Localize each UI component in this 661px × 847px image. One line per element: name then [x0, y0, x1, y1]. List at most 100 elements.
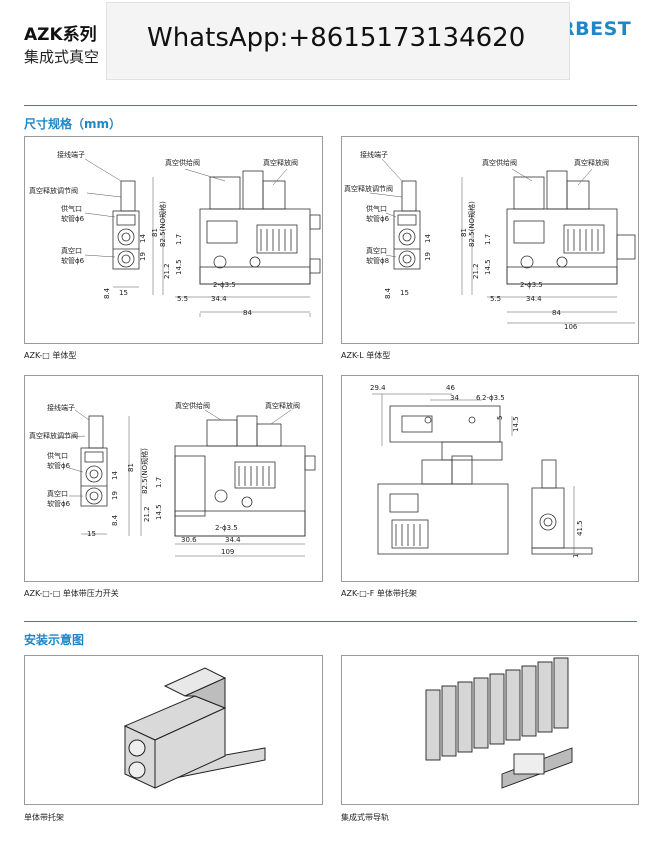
section-title-dimensions: 尺寸规格（mm） [24, 117, 122, 131]
label-tube: 软管ϕ6 [61, 214, 85, 223]
label-vac-supply-valve: 真空供给阀 [482, 158, 517, 167]
watermark-text: WhatsApp:+8615173134620 [147, 23, 526, 53]
label-tube: 软管ϕ6 [47, 499, 71, 508]
dim-15: 15 [87, 530, 96, 538]
drawing-azk-l-single: 接线端子 真空释放调节阀 供气口 软管ϕ6 真空口 软管ϕ8 真空供给阀 真空释… [341, 136, 639, 344]
dim-hole: 2-ϕ3.5 [213, 281, 236, 289]
caption-6: 集成式带导轨 [341, 813, 389, 822]
dim-1-7: 1.7 [484, 234, 492, 245]
dim-hole: 2-ϕ3.5 [482, 394, 505, 402]
dim-no-spec: 82.5(NO规格) [158, 201, 167, 247]
section-divider [24, 105, 637, 106]
label-tube: 软管ϕ6 [47, 461, 71, 470]
caption-5: 单体带托架 [24, 813, 64, 822]
section-title-installation: 安装示意图 [24, 633, 85, 647]
watermark-banner: WhatsApp:+8615173134620 [106, 2, 570, 80]
dim-1-7: 1.7 [155, 477, 163, 488]
dim-15: 15 [119, 289, 128, 297]
dim-106: 106 [564, 323, 578, 331]
caption-3: AZK-□-□ 单体带压力开关 [24, 589, 119, 598]
label-supply-port: 供气口 [366, 204, 387, 213]
dim-81: 81 [127, 463, 135, 472]
dim-14-5: 14.5 [484, 259, 492, 275]
dim-29-4: 29.4 [370, 384, 386, 392]
dim-81: 81 [460, 228, 468, 237]
dim-14-5: 14.5 [512, 416, 520, 432]
label-vac-release-adj: 真空释放调节阀 [29, 431, 78, 440]
isometric-illustration [123, 667, 266, 789]
dim-8-4: 8.4 [384, 287, 392, 299]
dim-8: 8.4 [111, 514, 119, 526]
dim-34-4: 34.4 [526, 295, 542, 303]
label-vac-release-adj: 真空释放调节阀 [29, 186, 78, 195]
dim-19: 19 [139, 252, 147, 261]
dim-14: 14 [111, 471, 119, 480]
dim-84: 84 [243, 309, 252, 317]
dim-84: 84 [552, 309, 561, 317]
dim-hole: 2-ϕ3.5 [215, 524, 238, 532]
dim-5-5: 5.5 [490, 295, 501, 303]
label-vac-release-valve: 真空释放阀 [265, 401, 300, 410]
caption-4: AZK-□-F 单体带托架 [341, 589, 417, 598]
dim-1: 1 [572, 554, 580, 558]
label-supply-port: 供气口 [47, 451, 68, 460]
dim-21-2: 21.2 [143, 506, 151, 522]
label-vac-port: 真空口 [366, 246, 387, 255]
drawing-azk-bracket: 29.4 46 34 6 2-ϕ3.5 5 14.5 41.5 1 [341, 375, 639, 582]
dim-34-4: 34.4 [211, 295, 227, 303]
label-terminal: 接线端子 [57, 150, 85, 159]
caption-1: AZK-□ 单体型 [24, 351, 77, 360]
label-terminal: 接线端子 [360, 150, 388, 159]
dim-6: 6 [476, 394, 481, 402]
label-vac-release-valve: 真空释放阀 [263, 158, 298, 167]
dim-21-2: 21.2 [163, 263, 171, 279]
dim-21-2: 21.2 [472, 263, 480, 279]
document-title: AZK系列 [24, 25, 97, 45]
section-divider [24, 621, 637, 622]
dim-14: 14 [424, 234, 432, 243]
document-subtitle: 集成式真空 [24, 48, 100, 66]
brand-logo: RBEST [560, 18, 632, 40]
dim-46: 46 [446, 384, 455, 392]
dim-8-4: 8.4 [103, 287, 111, 299]
dim-15: 15 [400, 289, 409, 297]
dim-81: 81 [151, 228, 159, 237]
label-vac-port: 真空口 [61, 246, 82, 255]
dim-1-7: 1.7 [175, 234, 183, 245]
label-vac-release-valve: 真空释放阀 [574, 158, 609, 167]
technical-drawing: 接线端子 真空释放调节阀 供气口 软管ϕ6 真空口 软管ϕ8 真空供给阀 真空释… [344, 150, 636, 331]
dim-no-spec: 82.5(NO规格) [467, 201, 476, 247]
illustration-single-bracket [24, 655, 323, 805]
dim-30-6: 30.6 [181, 536, 197, 544]
label-terminal: 接线端子 [47, 403, 75, 412]
label-vac-supply-valve: 真空供给阀 [175, 401, 210, 410]
dim-no-spec: 82.5(NO规格) [140, 448, 149, 494]
label-vac-release-adj: 真空释放调节阀 [344, 184, 393, 193]
label-vac-port: 真空口 [47, 489, 68, 498]
drawing-azk-single: 接线端子 真空释放调节阀 供气口 软管ϕ6 真空口 软管ϕ6 真空供给阀 真空释… [24, 136, 323, 344]
dim-5-5: 5.5 [177, 295, 188, 303]
dim-34-4: 34.4 [225, 536, 241, 544]
dim-14-5: 14.5 [175, 259, 183, 275]
dim-14-5: 14.5 [155, 504, 163, 520]
dim-hole: 2-ϕ3.5 [520, 281, 543, 289]
dim-19: 19 [424, 252, 432, 261]
label-tube: 软管ϕ6 [61, 256, 85, 265]
dim-19: 19 [111, 491, 119, 500]
dim-5: 5 [496, 416, 504, 420]
technical-drawing: 接线端子 真空释放调节阀 供气口 软管ϕ6 真空口 软管ϕ6 真空供给阀 真空释… [29, 150, 321, 317]
dim-41-5: 41.5 [576, 520, 584, 536]
drawing-azk-pressure-switch: 接线端子 真空释放调节阀 供气口 软管ϕ6 真空口 软管ϕ6 真空供给阀 真空释… [24, 375, 323, 582]
caption-2: AZK-L 单体型 [341, 351, 391, 360]
label-tube: 软管ϕ8 [366, 256, 389, 265]
label-vac-supply-valve: 真空供给阀 [165, 158, 200, 167]
isometric-illustration [425, 657, 573, 789]
label-tube: 软管ϕ6 [366, 214, 390, 223]
dim-14: 14 [139, 234, 147, 243]
technical-drawing: 接线端子 真空释放调节阀 供气口 软管ϕ6 真空口 软管ϕ6 真空供给阀 真空释… [29, 401, 316, 557]
dim-34: 34 [450, 394, 459, 402]
technical-drawing: 29.4 46 34 6 2-ϕ3.5 5 14.5 41.5 1 [370, 384, 593, 558]
label-supply-port: 供气口 [61, 204, 82, 213]
dim-109: 109 [221, 548, 234, 556]
illustration-manifold-rail [341, 655, 639, 805]
